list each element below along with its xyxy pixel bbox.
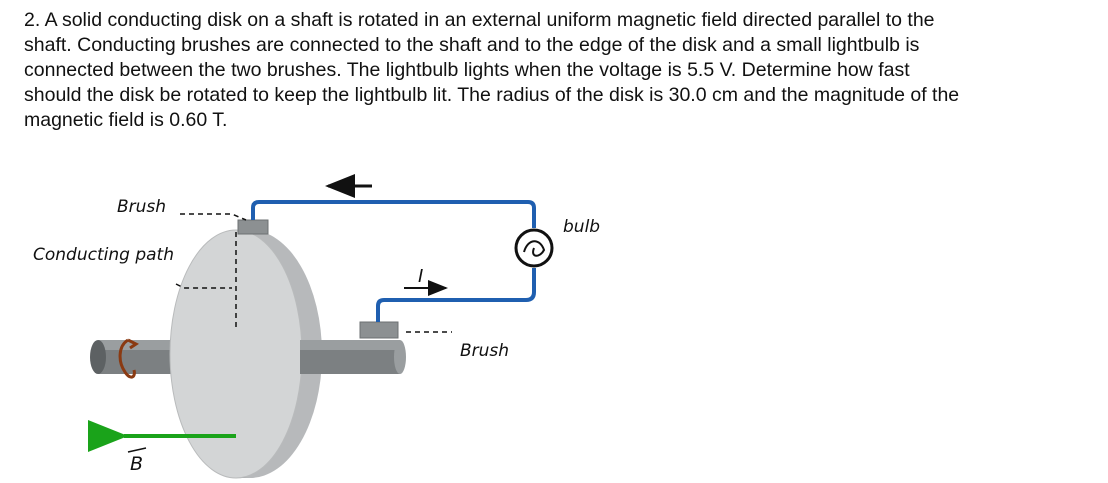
brush-bottom xyxy=(359,321,399,339)
problem-line: magnetic field is 0.60 T. xyxy=(24,109,228,131)
shaft-right xyxy=(300,340,406,374)
conducting-path-label: Conducting path xyxy=(33,245,174,265)
problem-line: connected between the two brushes. The l… xyxy=(24,59,910,81)
bulb-icon xyxy=(514,228,554,268)
bulb-label: bulb xyxy=(563,217,600,237)
field-vector-overbar-icon xyxy=(127,447,147,453)
problem-line: 2. A solid conducting disk on a shaft is… xyxy=(24,9,935,31)
problem-statement: 2. A solid conducting disk on a shaft is… xyxy=(24,8,1096,133)
magnetic-field-label: B xyxy=(130,453,143,475)
problem-line: shaft. Conducting brushes are connected … xyxy=(24,34,920,56)
brush-top-label: Brush xyxy=(117,197,166,217)
leader-lines xyxy=(175,213,452,333)
brush-top xyxy=(237,219,269,235)
circuit-wire xyxy=(251,200,536,322)
rotation-arrowhead-icon xyxy=(127,338,139,350)
problem-line: should the disk be rotated to keep the l… xyxy=(24,84,960,106)
current-label: I xyxy=(418,266,423,287)
brush-bottom-label: Brush xyxy=(460,341,509,361)
conducting-disk xyxy=(169,229,322,479)
rotation-arrow-icon xyxy=(118,338,136,379)
